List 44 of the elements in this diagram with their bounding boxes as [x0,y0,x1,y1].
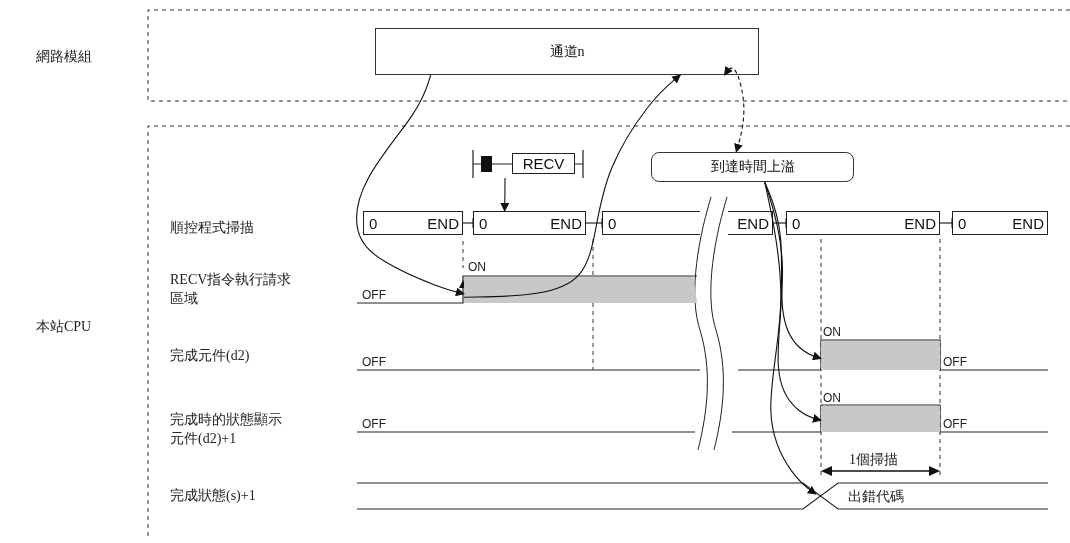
state-text: OFF [362,416,386,433]
scan-start-text: 0 [369,215,378,232]
state-text: ON [823,390,841,407]
scan-start-text: 0 [608,215,617,232]
signal-name: 完成元件(d2) [170,347,250,365]
arrow [356,74,465,297]
arrow [500,177,510,212]
state-text: OFF [943,416,967,433]
state-text: OFF [943,354,967,371]
state-text: ON [468,259,486,276]
state-text: OFF [362,354,386,371]
arrow [463,74,681,298]
scan-box [952,211,1048,235]
scan-end-text: END [904,215,936,232]
dashed-arrow [723,65,745,153]
scan-box [363,211,463,235]
scan-box [786,211,940,235]
signal-name: 完成狀態(s)+1 [170,487,256,505]
on-pulse [821,406,940,432]
scan-end-text: END [1012,215,1044,232]
scan-start-text: 0 [958,215,967,232]
signal-name: 完成時的狀態顯示元件(d2)+1 [170,411,283,448]
scan-box [728,211,773,235]
scan-box [602,211,700,235]
group-label: 網路模組 [36,48,92,66]
scan-box [473,211,586,235]
channel-box: 通道n [375,28,759,75]
signal-name: RECV指令執行請求區域 [170,271,293,308]
state-text: OFF [362,287,386,304]
instruction-name: RECV [512,153,575,174]
on-pulse [821,341,940,370]
dimension-text: 1個掃描 [849,451,898,469]
signal-name: 順控程式掃描 [170,219,254,237]
scan-end-text: END [737,215,769,232]
group-label: 本站CPU [36,318,92,336]
scan-start-text: 0 [479,215,488,232]
state-text: ON [823,324,841,341]
on-pulse [464,277,697,303]
scan-start-text: 0 [792,215,801,232]
scan-end-text: END [550,215,582,232]
value-text: 出錯代碼 [848,488,904,506]
status-box: 到達時間上溢 [651,152,854,182]
arrow [764,181,817,495]
scan-end-text: END [427,215,459,232]
